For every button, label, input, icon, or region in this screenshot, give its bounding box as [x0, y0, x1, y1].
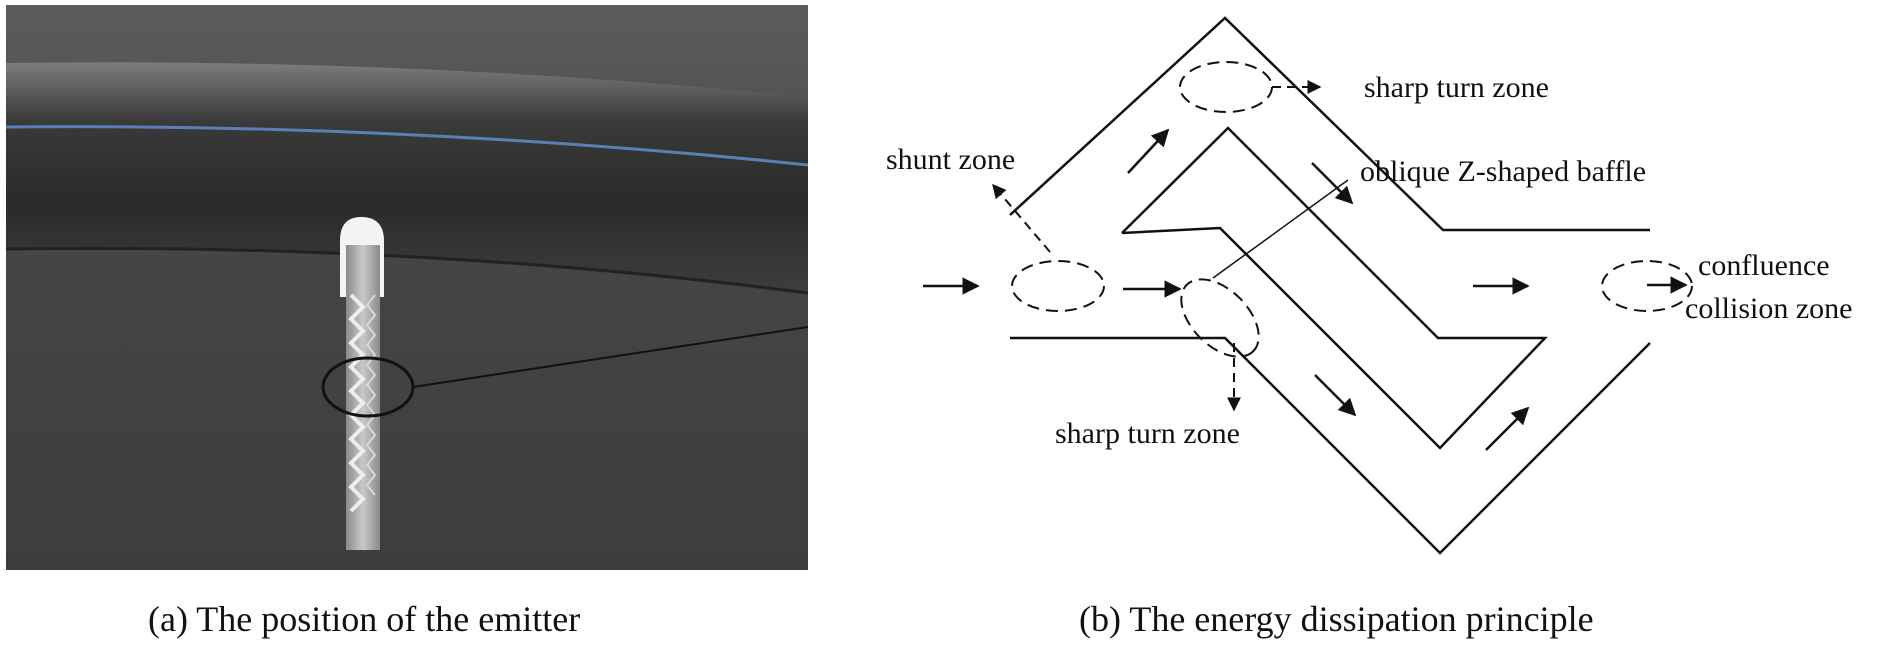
- label-sharp-turn-bottom: sharp turn zone: [1055, 417, 1240, 450]
- label-oblique-baffle: oblique Z-shaped baffle: [1360, 155, 1646, 188]
- caption-panel-b: (b) The energy dissipation principle: [1079, 599, 1594, 639]
- energy-dissipation-diagram: sharp turn zone shunt zone oblique Z-sha…: [886, 16, 1852, 555]
- emitter-photo: [6, 5, 808, 570]
- label-confluence-1: confluence: [1698, 249, 1830, 282]
- zigzag-channel: [348, 293, 366, 513]
- confluence-ellipse: [1601, 260, 1693, 312]
- label-shunt-zone: shunt zone: [886, 143, 1015, 176]
- zone-ellipses: [1011, 61, 1693, 358]
- label-confluence-2: collision zone: [1685, 292, 1852, 325]
- caption-panel-a: (a) The position of the emitter: [148, 599, 581, 639]
- flow-arrows: [923, 128, 1688, 451]
- sharp-turn-top-ellipse: [1179, 61, 1273, 113]
- pipe-body: [6, 62, 808, 295]
- shunt-zone-ellipse: [1011, 260, 1105, 312]
- callout-line: [412, 326, 808, 388]
- pipe-stripe: [6, 125, 808, 167]
- emitter-strip: [346, 245, 380, 550]
- baffle-leader-line: [1212, 179, 1349, 279]
- channel-walls: [1009, 16, 1651, 555]
- label-sharp-turn-top: sharp turn zone: [1364, 71, 1549, 104]
- leader-arrows: [992, 80, 1322, 412]
- sharp-turn-bottom-ellipse: [1180, 278, 1260, 358]
